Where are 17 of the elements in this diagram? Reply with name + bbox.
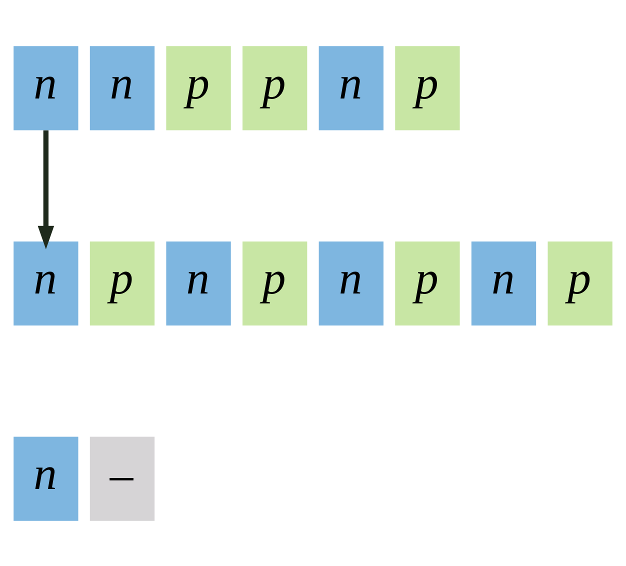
node-box: n [14, 436, 78, 520]
node-box: n [14, 240, 78, 326]
node-box: p [548, 240, 612, 326]
node-box: n [166, 240, 231, 326]
node-box: n [318, 46, 384, 130]
node-box: – [90, 436, 155, 520]
node-box: n [90, 46, 155, 130]
node-box: n [14, 46, 78, 130]
node-box: p [90, 240, 155, 326]
node-box: p [395, 46, 460, 130]
node-box: n [471, 240, 536, 326]
node-box: n [318, 240, 384, 326]
arrow [38, 130, 54, 249]
node-box: p [166, 46, 231, 130]
node-box: p [395, 240, 460, 326]
node-box: p [242, 46, 308, 130]
node-box: p [242, 240, 308, 326]
